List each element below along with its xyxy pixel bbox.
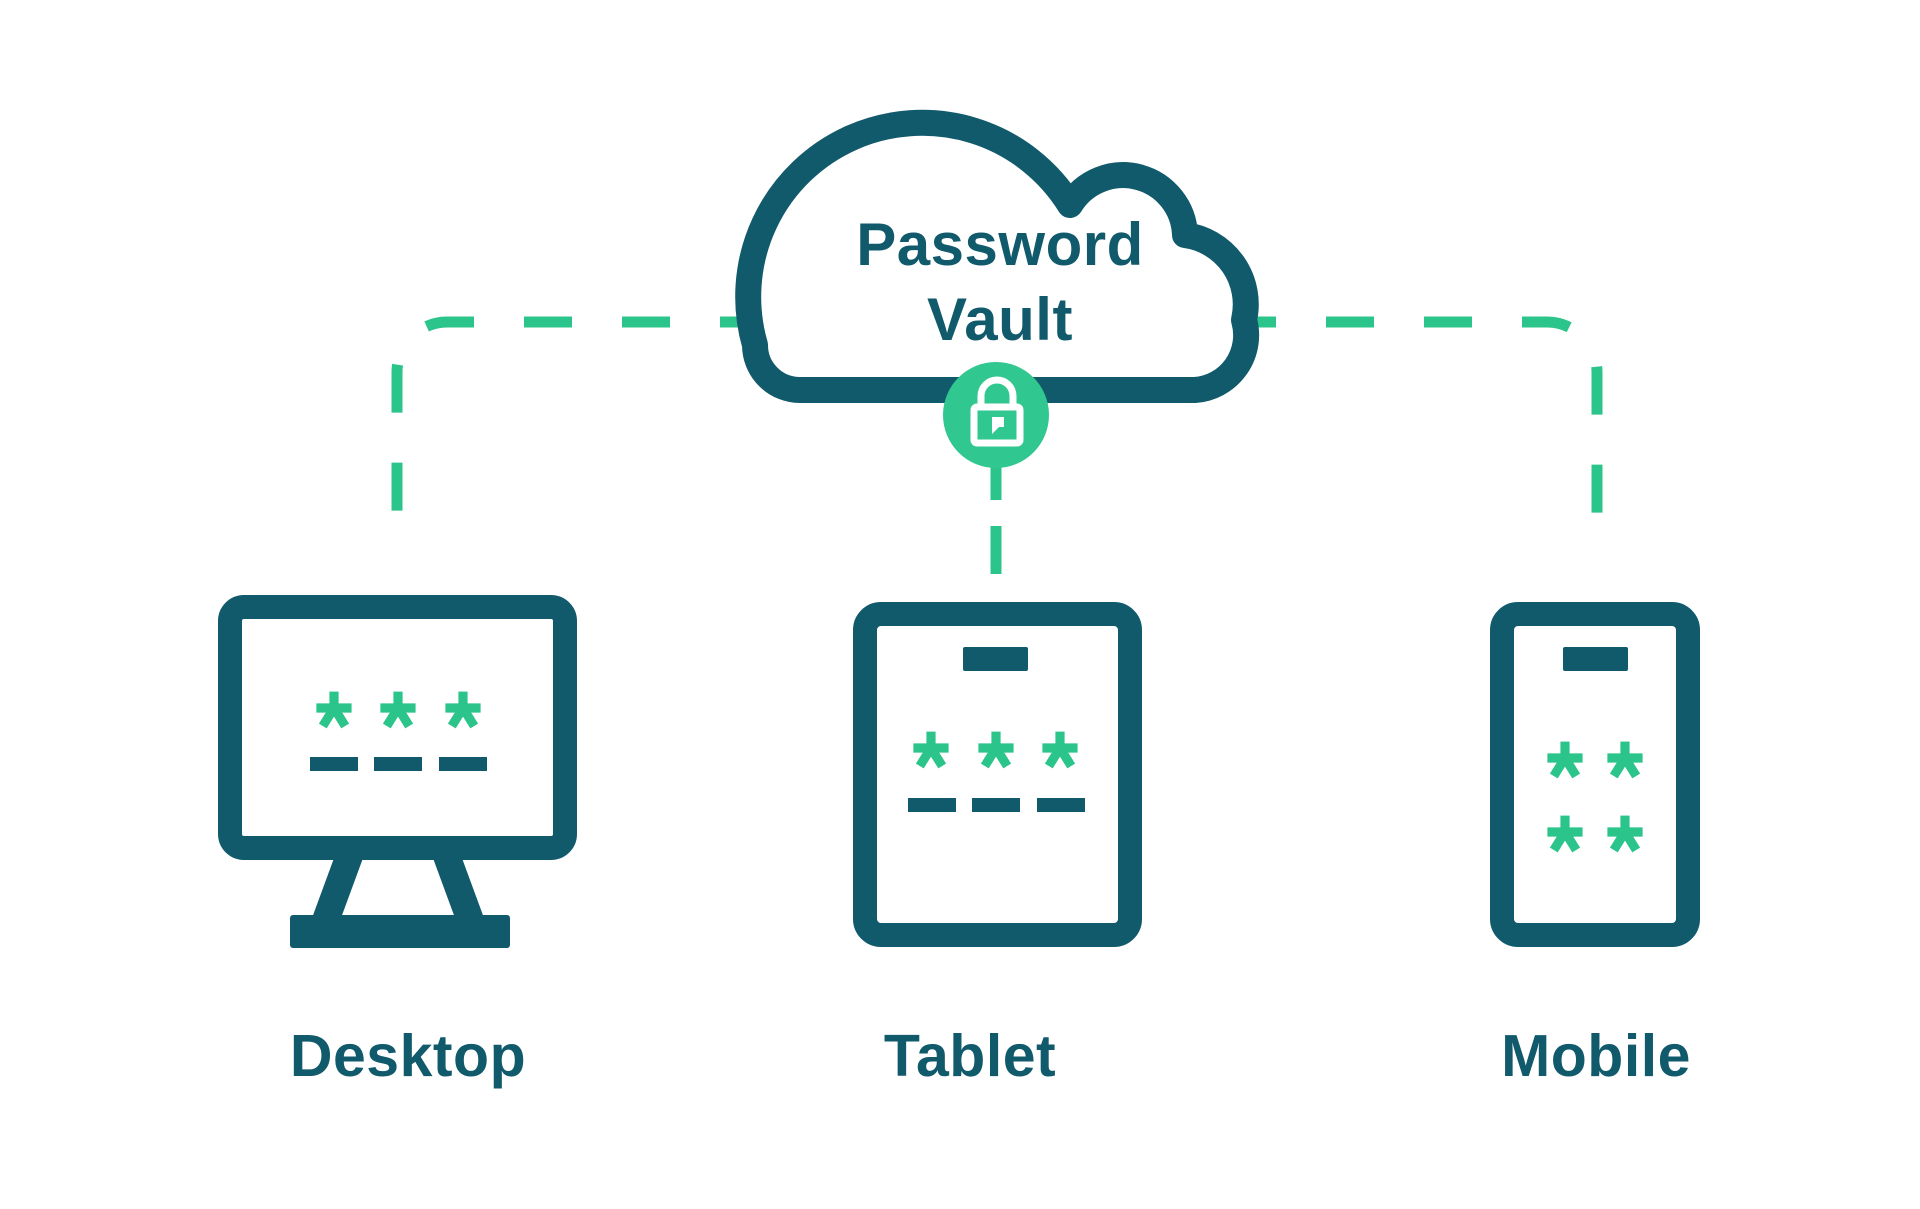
mobile-frame <box>1490 602 1700 947</box>
tablet-label: Tablet <box>883 1023 1057 1089</box>
monitor-stand-right-leg <box>430 850 484 918</box>
tablet-frame <box>853 602 1142 947</box>
desktop-label: Desktop <box>289 1023 527 1089</box>
cloud-title-line2: Vault <box>927 286 1073 353</box>
desktop-password-underlines <box>310 757 487 771</box>
connector-cloud-desktop <box>391 316 740 558</box>
lock-keyhole <box>992 417 1004 434</box>
cloud-title-line1: Password <box>856 211 1144 278</box>
lock-shackle <box>977 376 1017 410</box>
connectors <box>391 316 1603 578</box>
desktop-device <box>218 595 577 948</box>
mobile-camera-bar <box>1563 647 1628 671</box>
tablet-device <box>853 602 1142 947</box>
monitor-screen <box>218 595 577 860</box>
password-vault-cloud <box>735 109 1260 403</box>
lock-icon <box>943 362 1049 468</box>
monitor-stand-base <box>290 915 510 948</box>
monitor-stand-left-leg <box>312 850 366 918</box>
mobile-label: Mobile <box>1501 1023 1691 1089</box>
tablet-password-underlines <box>908 798 1085 812</box>
lock-body <box>970 403 1024 447</box>
mobile-device <box>1490 602 1700 947</box>
connector-cloud-mobile <box>1256 316 1603 558</box>
cloud-outline <box>735 109 1260 403</box>
tablet-camera-bar <box>963 647 1028 671</box>
cloud-title: Password Vault <box>856 207 1143 357</box>
